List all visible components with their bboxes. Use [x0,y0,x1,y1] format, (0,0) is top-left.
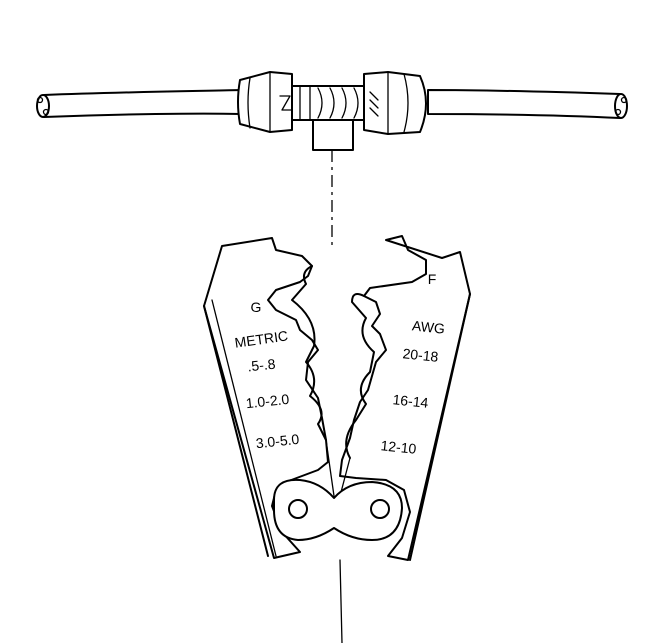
metric-size-1: .5-.8 [247,356,277,375]
right-jaw [339,235,471,561]
pivot-bolt-right [370,499,390,519]
splice-right-cap [363,71,427,135]
awg-size-1: 20-18 [402,345,439,365]
wire-assembly [36,71,628,151]
pivot-link [273,478,403,541]
handle-divider [339,559,343,643]
splice-barrel [291,85,365,121]
left-die-cavities [291,265,327,441]
metric-size-3: 3.0-5.0 [255,431,300,451]
die-label-f: F [428,271,437,287]
right-die-cavities [345,293,375,459]
pivot-bolt-left [288,499,308,519]
right-handle-edge [409,293,471,561]
awg-size-3: 12-10 [380,437,417,457]
crimp-nest [312,119,354,151]
right-wire-strand [614,108,622,116]
die-label-g: G [251,299,262,315]
splice-left-cap [237,71,293,133]
right-wire-strand [620,96,628,104]
crimp-tool [203,235,471,643]
left-wire [43,89,241,118]
awg-size-2: 16-14 [392,391,429,411]
awg-header: AWG [411,317,445,336]
left-wire-strand [42,108,50,116]
metric-size-2: 1.0-2.0 [245,391,290,411]
left-wire-end [36,94,50,118]
right-wire [427,89,621,119]
left-handle-edge [203,305,269,557]
left-wire-strand [36,96,44,104]
right-wire-end [614,93,628,119]
metric-header: METRIC [234,327,289,350]
